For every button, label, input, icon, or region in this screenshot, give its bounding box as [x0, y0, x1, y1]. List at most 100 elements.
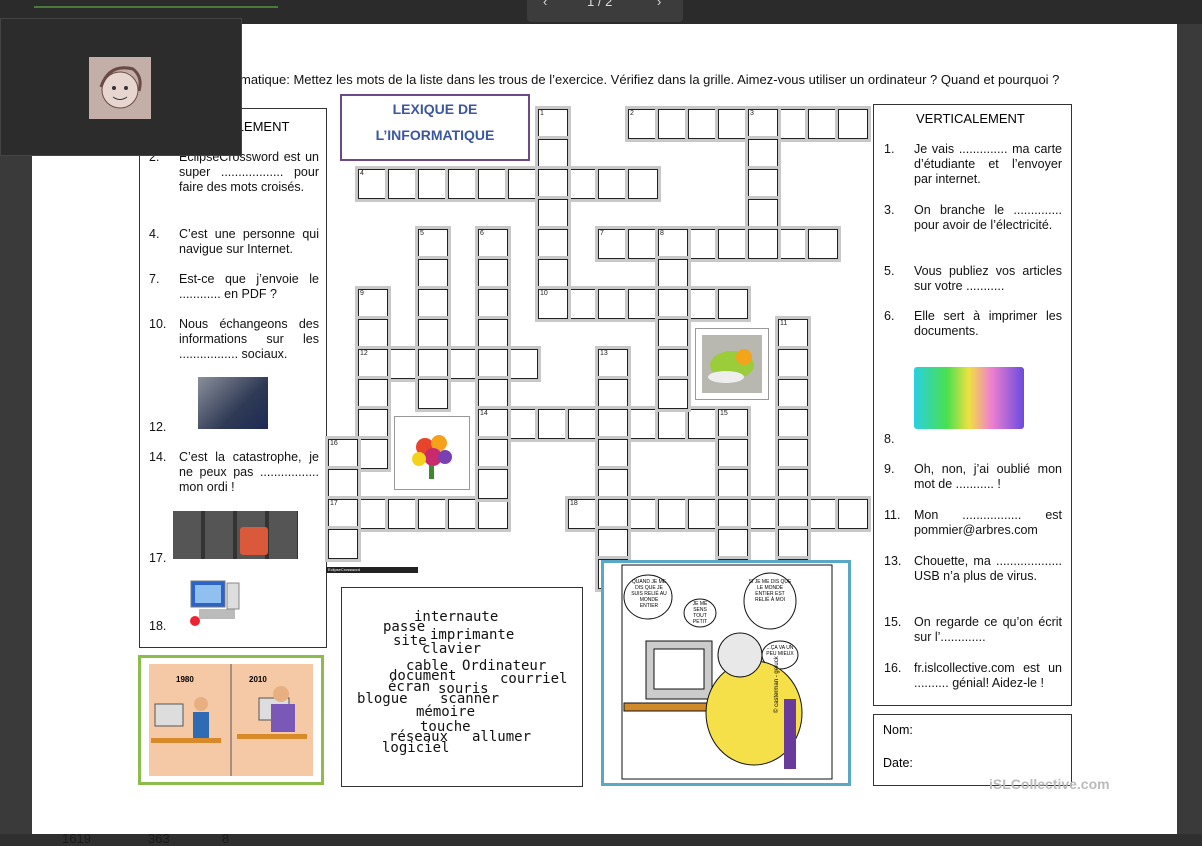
crossword-cell[interactable]	[328, 469, 358, 499]
crossword-cell[interactable]	[778, 439, 808, 469]
crossword-cell[interactable]	[568, 289, 598, 319]
crossword-cell[interactable]	[718, 439, 748, 469]
crossword-cell[interactable]	[358, 169, 388, 199]
crossword-cell[interactable]	[418, 289, 448, 319]
crossword-cell[interactable]	[628, 229, 658, 259]
crossword-cell[interactable]	[718, 529, 748, 559]
crossword-cell[interactable]	[508, 409, 538, 439]
crossword-cell[interactable]	[478, 319, 508, 349]
crossword-cell[interactable]	[778, 109, 808, 139]
crossword-cell[interactable]	[688, 109, 718, 139]
crossword-cell[interactable]	[358, 349, 388, 379]
crossword-cell[interactable]	[688, 289, 718, 319]
crossword-cell[interactable]	[628, 409, 658, 439]
crossword-cell[interactable]	[778, 529, 808, 559]
crossword-cell[interactable]	[748, 169, 778, 199]
crossword-cell[interactable]	[658, 499, 688, 529]
crossword-cell[interactable]	[748, 199, 778, 229]
crossword-cell[interactable]	[418, 349, 448, 379]
crossword-cell[interactable]	[538, 199, 568, 229]
crossword-cell[interactable]	[598, 439, 628, 469]
crossword-cell[interactable]	[688, 499, 718, 529]
crossword-cell[interactable]	[808, 499, 838, 529]
crossword-cell[interactable]	[748, 139, 778, 169]
crossword-cell[interactable]	[538, 139, 568, 169]
crossword-cell[interactable]	[598, 529, 628, 559]
crossword-cell[interactable]	[418, 259, 448, 289]
crossword-cell[interactable]	[808, 229, 838, 259]
crossword-cell[interactable]	[418, 499, 448, 529]
crossword-cell[interactable]	[538, 109, 568, 139]
crossword-cell[interactable]	[718, 229, 748, 259]
crossword-cell[interactable]	[718, 469, 748, 499]
crossword-cell[interactable]	[388, 169, 418, 199]
crossword-cell[interactable]	[778, 229, 808, 259]
crossword-cell[interactable]	[328, 499, 358, 529]
next-page-button[interactable]: ›	[657, 0, 662, 9]
crossword-cell[interactable]	[448, 169, 478, 199]
crossword-cell[interactable]	[418, 169, 448, 199]
crossword-cell[interactable]	[478, 229, 508, 259]
crossword-cell[interactable]	[538, 229, 568, 259]
crossword-cell[interactable]	[718, 109, 748, 139]
crossword-cell[interactable]	[658, 259, 688, 289]
crossword-cell[interactable]	[568, 409, 598, 439]
crossword-cell[interactable]	[448, 499, 478, 529]
crossword-cell[interactable]	[358, 439, 388, 469]
crossword-cell[interactable]	[538, 259, 568, 289]
prev-page-button[interactable]: ‹	[543, 0, 548, 9]
crossword-cell[interactable]	[448, 349, 478, 379]
crossword-cell[interactable]	[478, 469, 508, 499]
crossword-cell[interactable]	[598, 499, 628, 529]
crossword-cell[interactable]	[478, 349, 508, 379]
crossword-cell[interactable]	[358, 289, 388, 319]
crossword-cell[interactable]	[508, 169, 538, 199]
crossword-cell[interactable]	[748, 109, 778, 139]
video-call-overlay[interactable]	[0, 18, 242, 156]
crossword-cell[interactable]	[538, 409, 568, 439]
crossword-cell[interactable]	[328, 529, 358, 559]
crossword-cell[interactable]	[688, 229, 718, 259]
crossword-cell[interactable]	[478, 169, 508, 199]
crossword-cell[interactable]	[628, 169, 658, 199]
crossword-cell[interactable]	[718, 409, 748, 439]
crossword-cell[interactable]	[658, 229, 688, 259]
crossword-cell[interactable]	[358, 379, 388, 409]
crossword-cell[interactable]	[568, 499, 598, 529]
crossword-cell[interactable]	[478, 259, 508, 289]
crossword-cell[interactable]	[478, 499, 508, 529]
crossword-cell[interactable]	[598, 409, 628, 439]
crossword-cell[interactable]	[658, 349, 688, 379]
crossword-cell[interactable]	[628, 499, 658, 529]
crossword-cell[interactable]	[358, 409, 388, 439]
crossword-cell[interactable]	[478, 379, 508, 409]
crossword-cell[interactable]	[418, 319, 448, 349]
crossword-cell[interactable]	[538, 289, 568, 319]
crossword-cell[interactable]	[598, 289, 628, 319]
crossword-cell[interactable]	[598, 349, 628, 379]
crossword-cell[interactable]	[598, 379, 628, 409]
crossword-cell[interactable]	[658, 289, 688, 319]
crossword-cell[interactable]	[718, 289, 748, 319]
crossword-cell[interactable]	[778, 409, 808, 439]
crossword-cell[interactable]	[568, 169, 598, 199]
crossword-cell[interactable]	[658, 319, 688, 349]
crossword-cell[interactable]	[748, 499, 778, 529]
crossword-cell[interactable]	[778, 379, 808, 409]
crossword-cell[interactable]	[838, 499, 868, 529]
crossword-cell[interactable]	[478, 439, 508, 469]
crossword-cell[interactable]	[658, 109, 688, 139]
crossword-cell[interactable]	[778, 499, 808, 529]
crossword-cell[interactable]	[388, 499, 418, 529]
crossword-cell[interactable]	[778, 319, 808, 349]
crossword-cell[interactable]	[508, 349, 538, 379]
crossword-cell[interactable]	[628, 109, 658, 139]
crossword-cell[interactable]	[778, 469, 808, 499]
crossword-cell[interactable]	[658, 409, 688, 439]
crossword-cell[interactable]	[358, 499, 388, 529]
crossword-cell[interactable]	[778, 349, 808, 379]
crossword-cell[interactable]	[418, 379, 448, 409]
crossword-cell[interactable]	[358, 319, 388, 349]
crossword-cell[interactable]	[748, 229, 778, 259]
crossword-cell[interactable]	[478, 289, 508, 319]
